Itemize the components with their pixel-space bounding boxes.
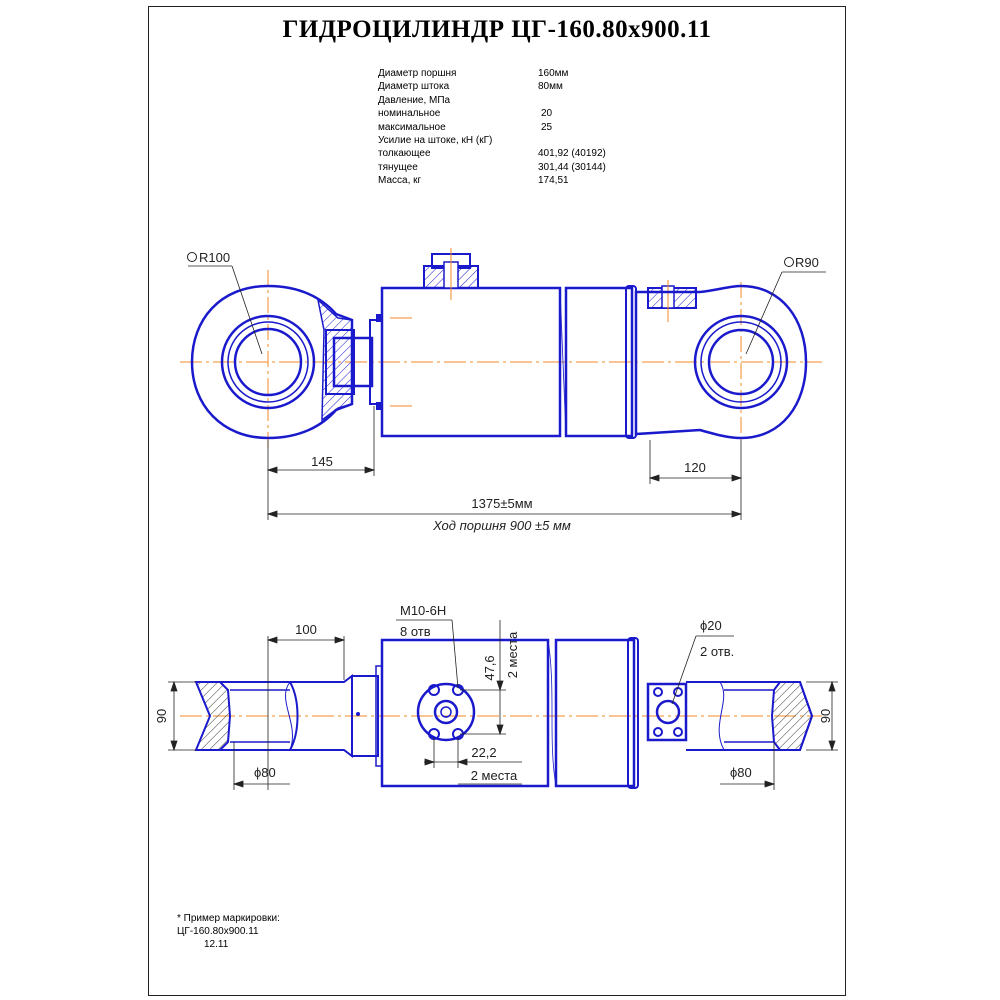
radius-right-label: R90 (795, 255, 819, 270)
marking-note: * Пример маркировки: ЦГ-160.80x900.11 12… (177, 912, 280, 951)
dim-height-right-label: 90 (818, 709, 833, 723)
radius-right-leader (745, 271, 783, 355)
spec-label: Диаметр поршня (378, 68, 457, 79)
barrel-side-right (554, 638, 636, 788)
port-holes-label: 2 отв. (700, 644, 734, 659)
dim-left-eye (266, 406, 376, 520)
radius-left-leader (231, 265, 263, 355)
spec-table: Диаметр поршня 160мм Диаметр штока 80мм Да… (378, 67, 678, 188)
port-leader (671, 635, 697, 705)
rod-marker (356, 712, 360, 716)
left-bushing-mid (227, 321, 309, 403)
right-port-flange (646, 682, 688, 742)
barrel-side-break (547, 639, 557, 787)
dim-vertical-label: 47,6 (482, 655, 497, 680)
dim-horizontal (424, 738, 522, 785)
dim-bore-left (232, 742, 290, 790)
spec-label: тянущее (378, 161, 418, 173)
dim-right-eye (648, 440, 743, 520)
spec-label: максимальное (378, 121, 446, 133)
spec-row: максимальное 25 (378, 121, 678, 134)
left-eye-side-break (285, 681, 293, 751)
right-bushing-inner (707, 328, 775, 396)
dim-bore-right-label: ϕ80 (730, 765, 752, 780)
right-eye-side-break (718, 681, 725, 751)
left-bore-arc (267, 328, 302, 396)
spec-label: Диаметр штока (378, 81, 450, 93)
end-cap-side-ring (627, 637, 639, 789)
dim-vertical (460, 620, 506, 736)
dim-bore-right (720, 742, 776, 790)
left-eye-side-outline (194, 681, 232, 751)
thread-leader (451, 619, 459, 689)
right-bushing-outer (693, 314, 789, 410)
dim-right-eye-label: 120 (684, 460, 706, 475)
radius-symbol (187, 252, 197, 262)
right-eye-outline (634, 284, 808, 440)
barrel-side-left (380, 638, 550, 788)
spec-value: 25 (541, 121, 553, 133)
marking-note-title: * Пример маркировки: (177, 913, 280, 924)
right-bushing-mid (700, 321, 782, 403)
rod-neck (325, 329, 355, 395)
spec-value: 160мм (538, 68, 569, 79)
dim-height-left-label: 90 (154, 709, 169, 723)
spec-value: 401,92 (40192) (538, 148, 606, 160)
spec-row: тянущее 301,44 (30144) (378, 161, 678, 174)
dim-vertical-places-label: 2 места (505, 631, 520, 678)
dim-total-label: 1375±5мм (471, 496, 532, 511)
spec-value: 301,44 (30144) (538, 161, 606, 173)
thread-holes-label: 8 отв (400, 624, 431, 639)
spec-row: Усилие на штоке, кН (кГ) (378, 134, 678, 147)
thread-label: M10-6H (400, 603, 446, 618)
marking-note-date: 12.11 (204, 939, 229, 950)
right-eye-side-hatch (770, 681, 814, 751)
dim-eye-width-label: 100 (295, 622, 317, 637)
spec-row: толкающее 401,92 (40192) (378, 147, 678, 160)
rod-side (351, 675, 379, 757)
dim-stroke-label: Ход поршня 900 ±5 мм (432, 518, 571, 533)
spec-label: Масса, кг (378, 175, 422, 187)
marking-note-code: ЦГ-160.80x900.11 (177, 926, 259, 937)
left-port-flange (416, 682, 476, 742)
spec-row: Диаметр штока 80мм (378, 80, 678, 93)
spec-value: 20 (541, 108, 553, 120)
rod-section (332, 336, 374, 388)
spec-value: 80мм (538, 81, 563, 93)
spec-row: Давление, МПа (378, 94, 678, 107)
drawing-title: ГИДРОЦИЛИНДР ЦГ-160.80x900.11 (282, 16, 712, 43)
spec-row: номинальное 20 (378, 107, 678, 120)
radius-symbol (784, 257, 794, 267)
left-bushing-outer (220, 314, 316, 410)
spec-label: толкающее (378, 148, 431, 160)
dim-left-eye-label: 145 (311, 454, 333, 469)
spec-value: 174,51 (538, 175, 569, 187)
dim-height-right (806, 680, 838, 752)
drawing-frame (148, 6, 846, 996)
port-diameter-label: ϕ20 (700, 618, 722, 633)
spec-label: номинальное (378, 108, 441, 120)
barrel-right (564, 286, 634, 438)
gland-bolt-bottom (376, 402, 382, 410)
spec-row: Диаметр поршня 160мм (378, 67, 678, 80)
dim-bore-left-label: ϕ80 (254, 765, 276, 780)
dim-horizontal-places-label: 2 места (471, 768, 518, 783)
spec-row: Масса, кг 174,51 (378, 174, 678, 187)
dim-eye-width (266, 636, 346, 790)
barrel-break (559, 287, 567, 437)
gland-bolt-top (376, 314, 382, 322)
dim-horizontal-label: 22,2 (471, 745, 496, 760)
spec-label: Усилие на штоке, кН (кГ) (378, 134, 493, 146)
spec-label: Давление, МПа (378, 94, 451, 106)
dim-total (266, 510, 743, 518)
radius-left-label: R100 (199, 250, 230, 265)
dim-height-left (168, 680, 196, 752)
left-eye-outline (190, 284, 354, 440)
